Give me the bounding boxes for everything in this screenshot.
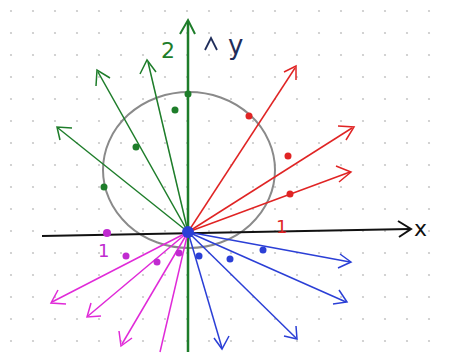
tick-label: 1 xyxy=(98,242,109,260)
axis-label: x xyxy=(414,218,427,240)
radius-label: 2 xyxy=(161,40,175,62)
tick-label: 1 xyxy=(276,218,287,236)
axis-label: y xyxy=(228,32,243,58)
